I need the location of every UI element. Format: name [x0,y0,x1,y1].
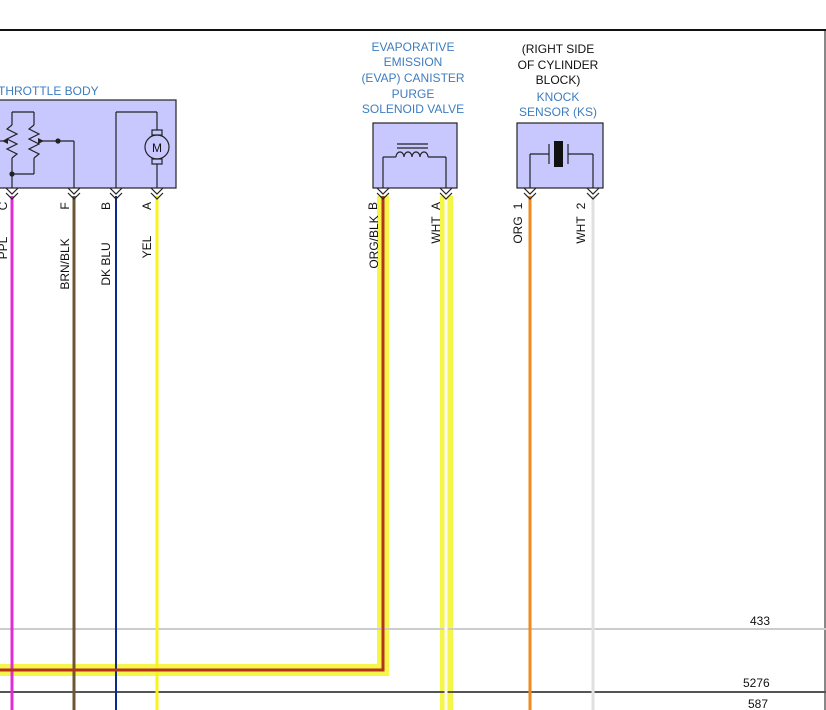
pin-ks-1: 1 [511,202,525,209]
wire-label-tb-a: YEL [140,235,154,258]
pin-evap-a: A [429,202,443,210]
motor-symbol: M [144,129,170,165]
evap-label-line-1: EVAPORATIVE [372,40,455,54]
circuit-number-partial: 587 [748,697,768,710]
knock-location-line-2: OF CYLINDER [518,58,599,72]
knock-name-line-2: SENSOR (KS) [519,105,597,119]
knock-location-line-1: (RIGHT SIDE [522,42,594,56]
piezo-symbol [529,144,594,188]
evap-label: EVAPORATIVE EMISSION (EVAP) CANISTER PUR… [361,40,464,116]
pin-ks-2: 2 [574,202,588,209]
wire-label-evap-a: WHT [429,216,443,244]
pin-evap-b: B [366,202,380,210]
circuit-number-5276: 5276 [743,676,770,690]
pin-tb-f: F [58,202,72,209]
evap-label-line-3: (EVAP) CANISTER [361,71,464,85]
wire-label-tb-c: PPL [0,236,10,259]
wire-label-ks-2: WHT [574,216,588,244]
circuit-number-433: 433 [750,614,770,628]
svg-text:M: M [152,141,162,155]
connector-terminals [5,187,600,200]
wire-label-ks-1: ORG [511,216,525,243]
wire-label-tb-f: BRN/BLK [58,238,72,289]
wire-label-tb-b: DK BLU [99,242,113,285]
knock-label: (RIGHT SIDE OF CYLINDER BLOCK) KNOCK SEN… [518,42,599,119]
throttle-body-component: M [0,99,177,189]
evap-label-line-2: EMISSION [384,55,443,69]
evap-label-line-5: SOLENOID VALVE [362,102,464,116]
knock-location-line-3: BLOCK) [536,73,581,87]
pin-tb-b: B [99,202,113,210]
solenoid-symbol [382,143,447,188]
pin-tb-c: C [0,201,10,210]
wire-label-evap-b: ORG/BLK [367,215,381,268]
knock-sensor-component [516,122,604,189]
evap-solenoid-component [372,122,458,189]
pin-tb-a: A [140,202,154,210]
throttle-body-label: THROTTLE BODY [0,84,99,98]
knock-name-line-1: KNOCK [537,90,580,104]
evap-label-line-4: PURGE [392,87,435,101]
wire-evap-b [0,196,385,672]
